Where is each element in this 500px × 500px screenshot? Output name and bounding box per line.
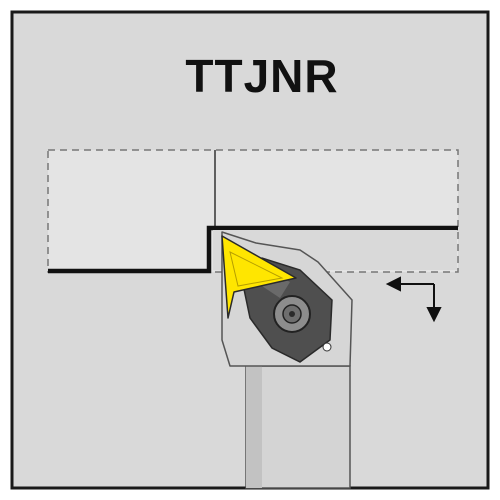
screw-center [289, 311, 295, 317]
tool-code-title: TTJNR [185, 50, 338, 102]
cutting-insert [221, 235, 297, 319]
arrow-left-head [385, 276, 401, 292]
holder-shank-shade [246, 366, 262, 488]
machined-contour [48, 225, 458, 274]
feed-direction-arrows [385, 276, 442, 323]
arrow-down-head [426, 307, 442, 323]
set-screw [322, 342, 332, 352]
clamp-screw [273, 295, 311, 333]
insert-inner-edge [229, 251, 284, 287]
